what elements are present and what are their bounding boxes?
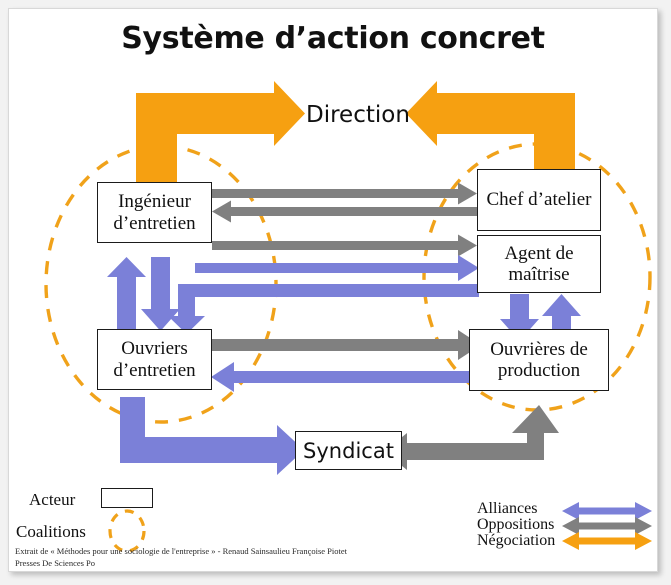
page-title: Système d’action concret — [121, 21, 545, 56]
arrow-opposition-ingenieur-to-chef — [212, 182, 477, 205]
node-chef-atelier[interactable]: Chef d’atelier — [477, 169, 601, 231]
footer-line-1: Extrait de « Méthodes pour une sociologi… — [15, 546, 348, 556]
arrow-opposition-ingenieur-to-agent — [212, 234, 477, 257]
legend-acteur-label: Acteur — [29, 490, 76, 509]
node-syndicat[interactable]: Syndicat — [295, 431, 402, 470]
node-ouvrieres-production[interactable]: Ouvrières de production — [469, 329, 609, 391]
arrow-alliance-ingenieur-to-ouvriers — [141, 257, 180, 331]
legend-arrow-oppositions — [562, 517, 652, 535]
footer-line-2: Presses De Sciences Po — [15, 558, 96, 568]
node-agent-maitrise[interactable]: Agent de maîtrise — [477, 235, 601, 293]
diagram-canvas: Direction Ingénieur d’entretien Ouvriers… — [9, 9, 657, 571]
arrow-opposition-chef-to-ingenieur — [212, 200, 477, 223]
legend-alliances-label: Alliances — [477, 500, 538, 517]
diagram-card: Système d’action concret — [8, 8, 658, 572]
legend-acteur-swatch — [101, 488, 153, 508]
legend-arrow-negociation — [562, 532, 652, 550]
arrow-alliance-agent-to-ouvriers — [168, 284, 479, 334]
node-direction-label: Direction — [306, 102, 410, 128]
arrow-opposition-ouvrieres-to-syndicat — [384, 405, 559, 470]
arrow-opposition-ouvriers-to-ouvrieres — [212, 330, 481, 360]
arrow-alliance-ouvrieres-to-agent — [542, 294, 581, 341]
arrow-alliance-ouvriers-to-ingenieur — [107, 257, 146, 331]
legend-coalitions-label: Coalitions — [16, 522, 86, 541]
legend-arrow-alliances — [562, 502, 652, 520]
arrow-alliance-ouvriers-to-syndicat — [120, 397, 304, 475]
node-ingenieur-entretien[interactable]: Ingénieur d’entretien — [97, 182, 212, 243]
legend-oppositions-label: Oppositions — [477, 516, 555, 533]
legend-negociation-label: Négociation — [477, 532, 556, 549]
diagram-svg — [44, 81, 652, 553]
legend-coalition-ellipse — [108, 509, 146, 553]
node-ouvriers-entretien[interactable]: Ouvriers d’entretien — [97, 329, 212, 390]
arrow-alliance-ingenieur-to-agent — [195, 255, 479, 281]
arrow-alliance-ouvrieres-to-ouvriers — [211, 362, 479, 392]
